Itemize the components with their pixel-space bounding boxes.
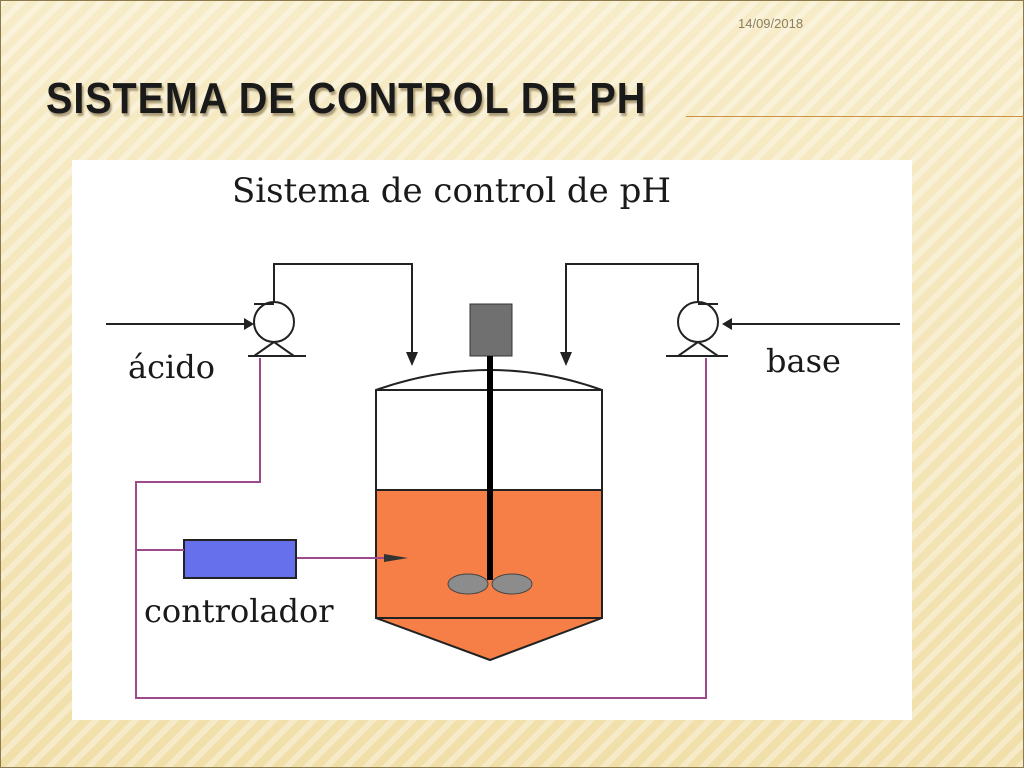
ph-probe-icon <box>296 554 408 562</box>
ph-control-diagram: Sistema de control de pH <box>72 160 912 720</box>
controller-label: controlador <box>144 592 334 630</box>
base-feed-line <box>722 318 900 330</box>
stirrer-motor-icon <box>469 303 513 357</box>
base-to-tank-pipe <box>560 263 699 366</box>
diagram-heading: Sistema de control de pH <box>232 171 671 211</box>
slide-title: Sistema de control de pH <box>46 74 647 123</box>
base-pump-icon <box>666 301 728 357</box>
base-label: base <box>766 342 841 380</box>
acid-pump-icon <box>248 301 306 357</box>
title-divider <box>686 116 1024 117</box>
control-signal-lines <box>135 358 707 699</box>
tank-cone-bottom <box>375 617 603 662</box>
controller-box <box>183 539 297 579</box>
diagram-canvas: Sistema de control de pH <box>106 171 900 699</box>
slide-date: 14/09/2018 <box>738 16 804 31</box>
impeller-icon <box>447 573 533 595</box>
acid-label: ácido <box>128 348 215 386</box>
acid-feed-line <box>106 318 254 330</box>
acid-to-tank-pipe <box>273 263 418 366</box>
